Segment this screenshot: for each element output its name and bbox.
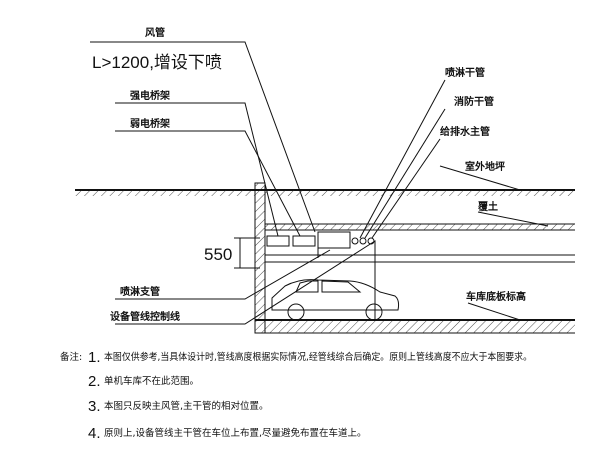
label-equipment-control-line: 设备管线控制线 <box>110 310 180 323</box>
floor-slab <box>255 319 575 334</box>
label-cable-tray-strong: 强电桥架 <box>130 89 170 102</box>
note-num-1: 1. <box>88 349 101 366</box>
label-outdoor-grade: 室外地坪 <box>465 160 505 173</box>
dimension-550: 550 <box>204 237 260 269</box>
notes-heading: 备注: <box>60 351 82 363</box>
label-sprinkler-branch: 喷淋支管 <box>120 285 160 298</box>
notes-block: 备注: 1. 本图仅供参考,当具体设计时,管线高度根据实际情况,经管线综合后确定… <box>60 349 532 442</box>
label-duct: 风管 <box>145 26 165 39</box>
label-garage-floor: 车库底板标高 <box>466 290 526 303</box>
note-num-3: 3. <box>88 398 101 415</box>
label-sprinkler-main: 喷淋干管 <box>445 66 485 79</box>
label-water-main: 给排水主管 <box>440 125 490 138</box>
note-text-1: 本图仅供参考,当具体设计时,管线高度根据实际情况,经管线综合后确定。原则上管线高… <box>104 351 532 363</box>
car-icon <box>271 279 400 321</box>
label-fire-main: 消防干管 <box>454 95 494 108</box>
note-num-4: 4. <box>88 425 101 442</box>
note-text-4: 原则上,设备管线主干管在车位上布置,尽量避免布置在车道上。 <box>104 427 367 439</box>
roof-slab <box>265 223 575 231</box>
sprinkler-main-pipe <box>351 237 359 245</box>
note-text-3: 本图只反映主风管,主干管的相对位置。 <box>104 400 269 412</box>
retaining-wall <box>254 182 266 334</box>
fire-main-pipe <box>359 237 367 245</box>
label-cable-tray-weak: 弱电桥架 <box>130 117 170 130</box>
label-backfill: 覆土 <box>478 200 498 213</box>
dimension-label: 550 <box>204 245 232 264</box>
label-duct-rule: L>1200,增设下喷 <box>92 53 222 72</box>
leader-lines <box>90 41 549 325</box>
grade-line <box>75 189 575 196</box>
cable-tray-strong <box>266 235 290 247</box>
air-duct <box>317 231 351 249</box>
note-text-2: 单机车库不在此范围。 <box>104 375 199 387</box>
equipment-group <box>266 231 375 258</box>
cable-tray-weak <box>292 235 316 247</box>
note-num-2: 2. <box>88 373 101 390</box>
